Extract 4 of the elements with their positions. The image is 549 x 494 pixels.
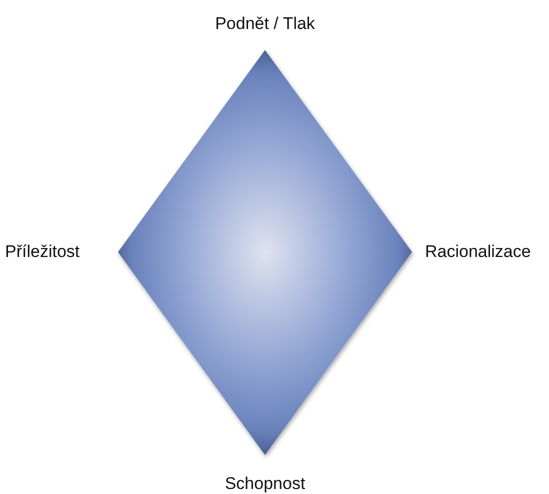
vertex-label: Schopnost xyxy=(224,474,306,494)
vertex-label: Příležitost xyxy=(5,242,80,262)
vertex-label: Racionalizace xyxy=(425,242,531,262)
vertex-label: Podnět / Tlak xyxy=(215,14,315,34)
